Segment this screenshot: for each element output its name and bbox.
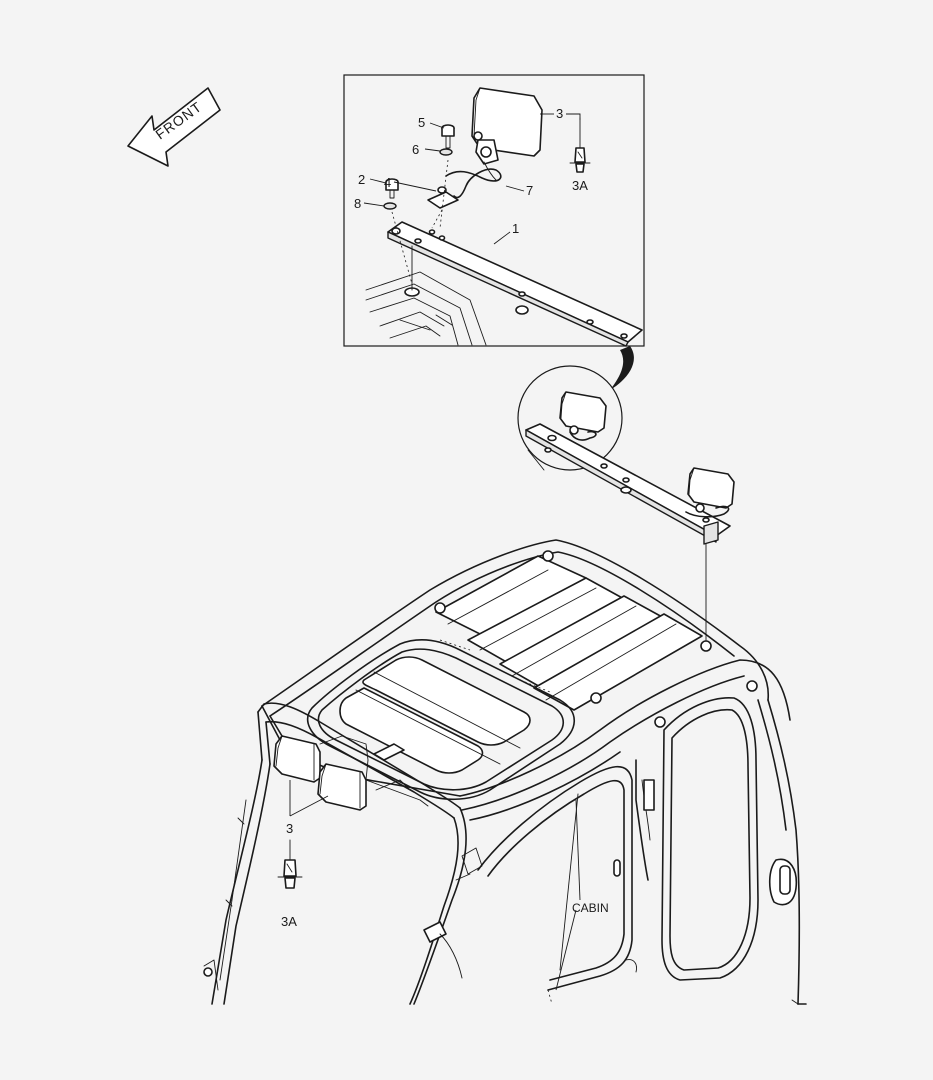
callout-8: 8 [354,196,361,211]
detail-view-box: 3 5 6 2 4 8 7 1 3A [343,74,645,347]
callout-3a-detail: 3A [572,178,588,193]
callout-3a-main: 3A [281,914,297,929]
mounting-bar [387,221,643,347]
front-lamp-callout: 3 3A [277,780,329,929]
bulb-icon [569,117,591,173]
left-bar-lamp [559,391,607,441]
washer-6 [439,148,453,156]
wire-harness-7 [445,161,502,199]
callout-2: 2 [358,172,365,187]
callout-6: 6 [412,142,419,157]
washer-8 [383,202,397,210]
callout-3-detail: 3 [556,106,563,121]
right-bar-lamp [685,467,735,518]
front-work-lamp-left [273,735,321,783]
bolt-2 [385,178,399,199]
bulb-icon [277,839,303,889]
roof-ribs [435,555,703,711]
callout-4: 4 [384,175,391,190]
callout-5: 5 [418,115,425,130]
front-direction-arrow: FRONT [127,87,221,167]
front-handrail [257,702,461,819]
cab-roof [261,539,770,801]
detail-work-lamp [471,87,543,165]
callout-1: 1 [512,221,519,236]
callout-3-main: 3 [286,821,293,836]
roof-light-bar-assembly [525,391,735,641]
clamp-4 [427,186,459,209]
cab-body: CABIN [203,659,807,1005]
bolt-5 [441,124,455,149]
roof-skylight [306,638,575,801]
detail-roof-fragment [365,271,529,346]
cabin-label: CABIN [572,901,609,915]
callout-7: 7 [526,183,533,198]
detail-link-arrow [610,346,634,390]
front-work-lamp-right [317,763,367,811]
